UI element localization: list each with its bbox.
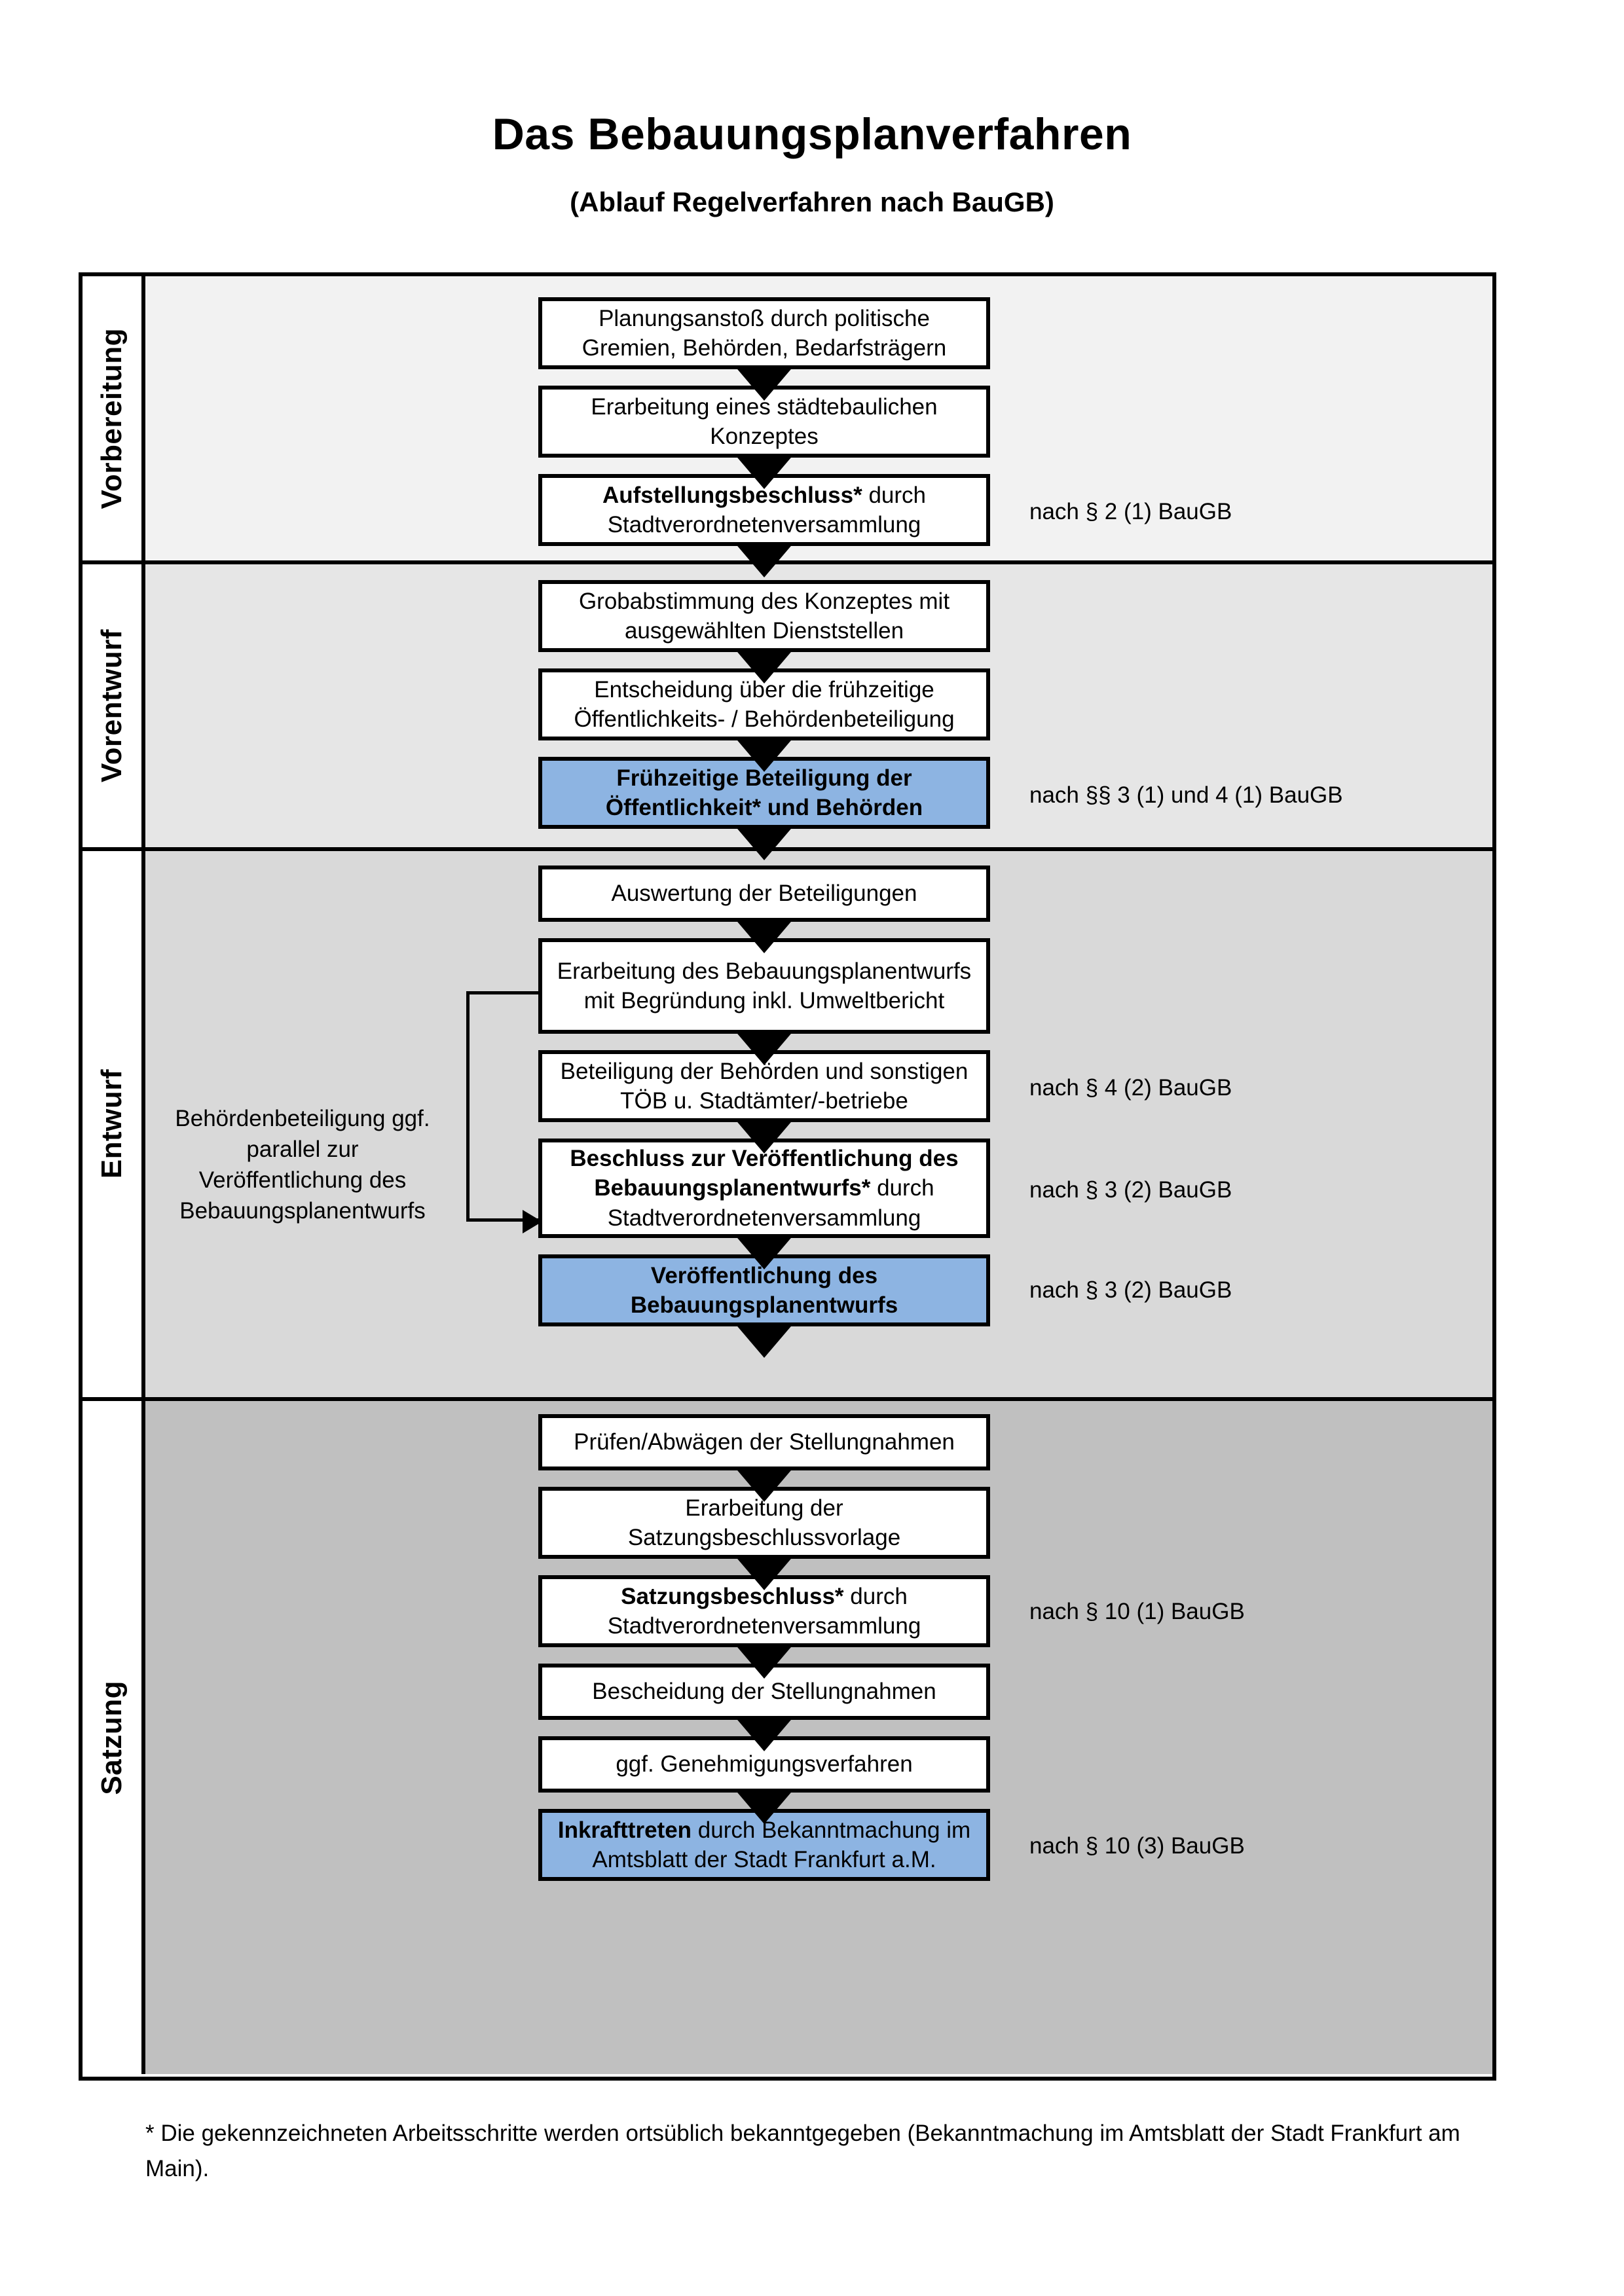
flow-arrow-icon (734, 1322, 794, 1358)
step-label: Beteiligung der Behörden und sonstigen T… (560, 1058, 969, 1114)
legal-ref-par-3-2-a: nach § 3 (2) BauGB (1029, 1177, 1232, 1203)
page-title: Das Bebauungsplanverfahren (492, 109, 1132, 159)
flow-arrow-icon (734, 1716, 794, 1751)
step-label: Frühzeitige Beteiligung der Öffentlichke… (605, 765, 923, 821)
parallel-process-bracket (466, 991, 542, 1222)
legal-ref-par-2-1: nach § 2 (1) BauGB (1029, 499, 1232, 524)
flow-arrow-icon (734, 1234, 794, 1269)
phase-body-vorentwurf: Grobabstimmung des Konzeptes mit ausgewä… (145, 564, 1492, 860)
phase-label-entwurf: Entwurf (83, 851, 145, 1397)
flow-arrow-icon (734, 737, 794, 772)
step-label-lead: Satzungsbeschluss* (621, 1583, 844, 1609)
flow-arrow-icon (734, 365, 794, 401)
step-label-rest: Stadtverordnetenversammlung (607, 512, 921, 538)
phase-vorentwurf: Vorentwurf Grobabstimmung des Konzeptes … (83, 560, 1492, 860)
phase-vorbereitung: Vorbereitung Planungsanstoß durch politi… (83, 276, 1492, 577)
phase-label-text: Entwurf (96, 1069, 128, 1179)
flow-arrow-icon (734, 825, 794, 860)
side-note-behoerdenbeteiligung: Behördenbeteiligung ggf. parallel zur Ve… (175, 1106, 430, 1224)
phase-body-entwurf: Behördenbeteiligung ggf. parallel zur Ve… (145, 851, 1492, 1397)
legal-ref-par-4-2: nach § 4 (2) BauGB (1029, 1075, 1232, 1101)
step-label-lead: Beschluss zur Veröffentlichung des Bebau… (570, 1145, 959, 1201)
page-header: Das Bebauungsplanverfahren (Ablauf Regel… (0, 0, 1624, 217)
phase-label-vorbereitung: Vorbereitung (83, 276, 145, 560)
step-label-rest: Stadtverordnetenversammlung (607, 1205, 921, 1231)
footnote: * Die gekennzeichneten Arbeitsschritte w… (145, 2121, 1460, 2182)
flow-arrow-icon (734, 542, 794, 577)
step-label: Inkrafttreten durch Bekanntmachung im Am… (551, 1815, 977, 1875)
phase-label-text: Vorbereitung (96, 327, 128, 509)
step-label-lead-suffix: durch (862, 482, 927, 508)
step-label-lead-suffix: durch (870, 1175, 934, 1201)
step-satzungsbeschluss[interactable]: Satzungsbeschluss* durch Stadtverordnete… (538, 1575, 990, 1679)
flow-arrow-icon (734, 454, 794, 489)
step-grobabstimmung[interactable]: Grobabstimmung des Konzeptes mit ausgewä… (538, 580, 990, 683)
legal-ref-par-10-3: nach § 10 (3) BauGB (1029, 1833, 1245, 1859)
step-label: Erarbeitung der Satzungsbeschlussvorlage (627, 1495, 901, 1551)
step-label: Bescheidung der Stellungnahmen (592, 1679, 936, 1705)
step-label-lead: Aufstellungsbeschluss* (602, 482, 862, 508)
step-label: Aufstellungsbeschluss* durch Stadtverord… (602, 481, 926, 540)
step-erarbeitung-entwurf[interactable]: Erarbeitung des Bebauungsplanentwurfs mi… (538, 938, 990, 1065)
phase-body-satzung: Prüfen/Abwägen der Stellungnahmen Erarbe… (145, 1401, 1492, 2074)
phase-label-satzung: Satzung (83, 1401, 145, 2074)
step-auswertung-beteiligungen[interactable]: Auswertung der Beteiligungen (538, 866, 990, 953)
step-label: Veröffentlichung des Bebauungsplanentwur… (630, 1262, 898, 1319)
phase-label-vorentwurf: Vorentwurf (83, 564, 145, 847)
step-planungsanstoss[interactable]: Planungsanstoß durch politische Gremien,… (538, 297, 990, 401)
step-label: Grobabstimmung des Konzeptes mit ausgewä… (578, 588, 950, 644)
phase-satzung: Satzung Prüfen/Abwägen der Stellungnahme… (83, 1397, 1492, 2074)
flow-arrow-icon (734, 1030, 794, 1065)
legal-ref-par-3-1-4-1: nach §§ 3 (1) und 4 (1) BauGB (1029, 782, 1343, 808)
step-label-lead: Inkrafttreten (557, 1817, 692, 1843)
legal-ref-par-3-2-b: nach § 3 (2) BauGB (1029, 1277, 1232, 1303)
step-label: Prüfen/Abwägen der Stellungnahmen (574, 1429, 955, 1455)
flow-arrow-icon (734, 1118, 794, 1154)
flow-arrow-icon (734, 1467, 794, 1502)
step-label: Erarbeitung des Bebauungsplanentwurfs mi… (557, 958, 972, 1014)
step-label: ggf. Genehmigungsverfahren (616, 1751, 913, 1777)
flow-arrow-icon (734, 1555, 794, 1590)
step-pruefen-abwaegen[interactable]: Prüfen/Abwägen der Stellungnahmen (538, 1414, 990, 1502)
process-diagram: Vorbereitung Planungsanstoß durch politi… (79, 272, 1496, 2081)
phase-label-text: Vorentwurf (96, 629, 128, 782)
page-subtitle: (Ablauf Regelverfahren nach BauGB) (570, 187, 1054, 218)
step-label: Erarbeitung eines städtebaulichen Konzep… (591, 393, 938, 450)
phase-body-vorbereitung: Planungsanstoß durch politische Gremien,… (145, 276, 1492, 577)
step-label: Planungsanstoß durch politische Gremien,… (581, 305, 947, 361)
step-beschluss-veroeffentlichung[interactable]: Beschluss zur Veröffentlichung des Bebau… (538, 1139, 990, 1269)
step-label: Entscheidung über die frühzeitige Öffent… (574, 676, 955, 733)
flow-arrow-icon (734, 1643, 794, 1679)
flow-arrow-icon (734, 1789, 794, 1824)
step-label: Beschluss zur Veröffentlichung des Bebau… (551, 1144, 977, 1233)
step-label: Satzungsbeschluss* durch Stadtverordnete… (608, 1582, 921, 1641)
flow-arrow-icon (734, 648, 794, 683)
step-fruehzeitige-beteiligung[interactable]: Frühzeitige Beteiligung der Öffentlichke… (538, 757, 990, 860)
legal-ref-par-10-1: nach § 10 (1) BauGB (1029, 1599, 1245, 1624)
step-label: Auswertung der Beteiligungen (611, 881, 917, 907)
flow-arrow-icon (734, 918, 794, 953)
phase-entwurf: Entwurf Behördenbeteiligung ggf. paralle… (83, 847, 1492, 1397)
step-label-rest: Stadtverordnetenversammlung (607, 1613, 921, 1639)
phase-label-text: Satzung (96, 1680, 128, 1795)
step-label-lead-suffix: durch (843, 1583, 908, 1609)
